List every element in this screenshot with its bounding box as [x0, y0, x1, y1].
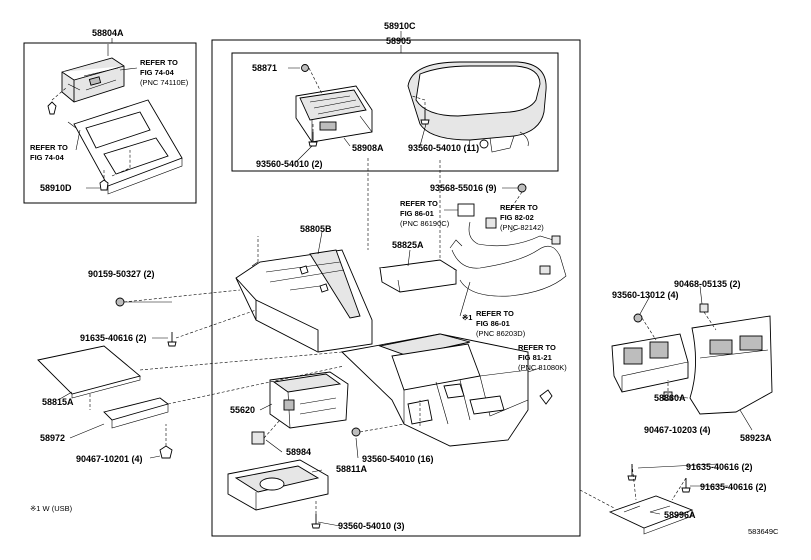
label-93560-54010-2: 93560-54010 (2): [256, 159, 323, 169]
58910D-lower-bezel-drawing: [73, 99, 183, 195]
label-58910C: 58910C: [384, 21, 416, 31]
label-90468-05135-2: 90468-05135 (2): [674, 279, 741, 289]
label-90159-50327-2: 90159-50327 (2): [88, 269, 155, 279]
ref-82-02-line2: FIG 82-02: [500, 213, 534, 222]
ref-74-04-top-line1: REFER TO: [140, 58, 178, 67]
label-58905: 58905: [386, 36, 411, 46]
armrest-screws: [301, 64, 430, 147]
ref-86-01-a-line2: FIG 86-01: [400, 209, 434, 218]
label-58825A: 58825A: [392, 240, 424, 250]
58811A-lower-tray-drawing: [227, 459, 329, 511]
58908A-lid-hinge-drawing: [295, 85, 373, 143]
label-58815A: 58815A: [42, 397, 74, 407]
label-58984: 58984: [286, 447, 311, 457]
label-58923A: 58923A: [740, 433, 772, 443]
ref-81-21-line2: FIG 81-21: [518, 353, 552, 362]
ref-81-21-line1: REFER TO: [518, 343, 556, 352]
label-90467-10201-4: 90467-10201 (4): [76, 454, 143, 464]
label-58860A: 58860A: [654, 393, 686, 403]
figure-code: 583649C: [748, 527, 779, 536]
label-93568-55016-9: 93568-55016 (9): [430, 183, 497, 193]
58972-cover-drawing: [103, 397, 173, 459]
label-58996A: 58996A: [664, 510, 696, 520]
58860A-vent-drawing: [611, 333, 689, 393]
label-58871: 58871: [252, 63, 277, 73]
label-93560-54010-16: 93560-54010 (16): [362, 454, 434, 464]
label-91635-40616-2-left: 91635-40616 (2): [80, 333, 147, 343]
left-box-frame: [23, 42, 197, 204]
label-58811A: 58811A: [336, 464, 368, 474]
58805B-side-rail-drawing: [235, 249, 373, 353]
main-console-screws: [115, 183, 527, 529]
ref-74-04-top-line2: FIG 74-04: [140, 68, 175, 77]
58804A-upper-panel-drawing: [61, 57, 125, 103]
left-box-clips: [47, 101, 109, 191]
armrest-box-frame: [231, 52, 559, 172]
ref-82-02-line1: REFER TO: [500, 203, 538, 212]
label-90467-10203-4: 90467-10203 (4): [644, 425, 711, 435]
ref-86-01-b-line2: FIG 86-01: [476, 319, 510, 328]
label-58910D: 58910D: [40, 183, 72, 193]
footnote-usb: ※1 W (USB): [30, 504, 73, 513]
label-93560-54010-11: 93560-54010 (11): [408, 143, 479, 153]
ref-86-01-b-line1: REFER TO: [476, 309, 514, 318]
label-58805B: 58805B: [300, 224, 332, 234]
ref-81-21-line3: (PNC 81080K): [518, 363, 567, 372]
ref-86-01-b-mark: ※1: [462, 313, 472, 322]
ref-86-01-a-line1: REFER TO: [400, 199, 438, 208]
58905-armrest-lid-drawing: [407, 61, 547, 153]
main-console-frame: [211, 39, 581, 537]
58815A-mat-drawing: [37, 345, 141, 399]
label-58908A: 58908A: [352, 143, 384, 153]
label-55620: 55620: [230, 405, 255, 415]
label-93560-54010-3: 93560-54010 (3): [338, 521, 405, 531]
55620-storage-drawing: [269, 371, 349, 429]
console-main-body-drawing: [341, 333, 553, 447]
label-91635-40616-2-right-a: 91635-40616 (2): [686, 462, 753, 472]
label-91635-40616-2-right-b: 91635-40616 (2): [700, 482, 767, 492]
ref-74-04-top-line3: (PNC 74110E): [140, 78, 189, 87]
58984-clip-drawing: [251, 431, 265, 445]
ref-86-01-b-line3: (PNC 86203D): [476, 329, 526, 338]
ref-86-01-a-line3: (PNC 86190C): [400, 219, 450, 228]
label-58804A: 58804A: [92, 28, 124, 38]
58923A-panel-drawing: [689, 315, 773, 415]
label-93560-13012-4: 93560-13012 (4): [612, 290, 679, 300]
ref-74-04-left-line2: FIG 74-04: [30, 153, 65, 162]
ref-82-02-line3: (PNC 82142): [500, 223, 544, 232]
58825A-tray-drawing: [378, 259, 458, 293]
label-58972: 58972: [40, 433, 65, 443]
wire-harness-drawing: [449, 203, 567, 297]
ref-74-04-left-line1: REFER TO: [30, 143, 68, 152]
